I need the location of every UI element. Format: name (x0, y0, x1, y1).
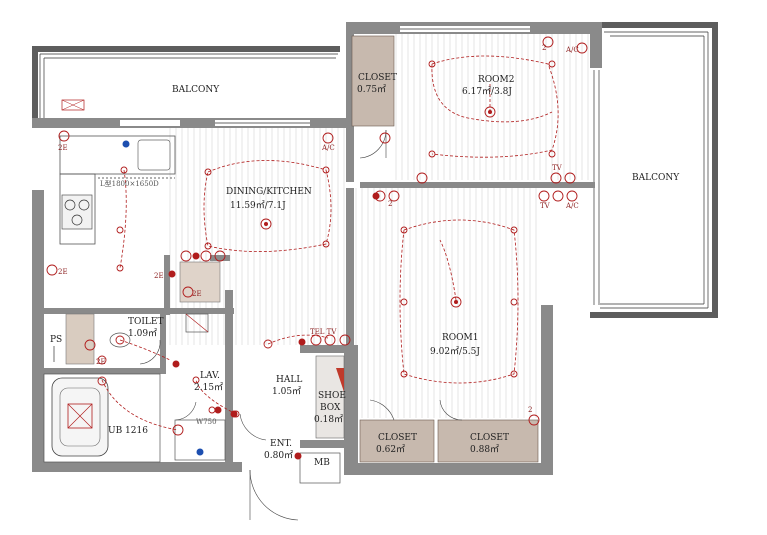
ceiling-light-icon (263, 339, 273, 349)
hall-label: HALL (276, 375, 302, 385)
outlet-code-dining: 2E (154, 272, 164, 280)
ceiling-light-icon (484, 106, 496, 118)
faucet-icon (122, 140, 204, 456)
outlet-code-room1: 2 (388, 200, 392, 208)
ac-room1: A/C (565, 202, 579, 210)
meter-box (299, 452, 341, 484)
electrical-symbols (46, 36, 588, 460)
floor-hatching (169, 34, 589, 418)
ceiling-light-icon (115, 335, 125, 345)
room1-area: 9.02㎡/5.5J (430, 346, 480, 357)
closet-b1-label: CLOSET (378, 433, 417, 443)
tv-room2: TV (552, 164, 563, 172)
toilet-bowl-icon (109, 332, 131, 348)
closet-b2-label: CLOSET (470, 433, 509, 443)
ps-label: PS (50, 335, 62, 345)
dining-label: DINING/KITCHEN (226, 187, 312, 197)
ac-room2: A/C (565, 46, 579, 54)
ceiling-light-icon (260, 218, 272, 230)
w750-label: W750 (196, 418, 217, 426)
mb-label: MB (314, 458, 330, 468)
sink-icon (137, 139, 171, 171)
fridge-space (179, 261, 221, 303)
labels: BALCONY BALCONY CLOSET 0.75㎡ ROOM2 6.17㎡… (50, 44, 680, 468)
dining-area: 11.59㎡/7.1J (230, 200, 286, 211)
lav-label: LAV. (200, 371, 220, 381)
closet-top (351, 35, 395, 127)
hall-area: 1.05㎡ (272, 386, 301, 397)
closet-b2 (437, 419, 539, 463)
outlet-icon (46, 36, 588, 436)
ceiling-light-icon (97, 376, 107, 386)
closet-b2-area: 0.88㎡ (470, 444, 499, 455)
room2-label: ROOM2 (478, 75, 514, 85)
closet-b1-area: 0.62㎡ (376, 444, 405, 455)
bathtub-icon (51, 377, 109, 457)
outlet-code-fridge: 2E (192, 290, 202, 298)
electrical-wiring (101, 55, 559, 431)
stove-icon (61, 194, 93, 230)
ent-area: 0.80㎡ (264, 450, 293, 461)
kitchen (59, 135, 176, 245)
switch-icon (168, 192, 380, 460)
shoe-box-label-1: SHOE (318, 391, 346, 401)
tv-room1: TV (540, 202, 551, 210)
ub-label: UB 1216 (108, 426, 148, 436)
outlet-code-closet: 2 (528, 406, 532, 414)
outlet-code-left: 2E (58, 268, 68, 276)
outlet-code-kitchen: 2E (58, 144, 68, 152)
balcony-right (590, 22, 718, 318)
balcony-right-label: BALCONY (632, 173, 680, 183)
closet-top-area: 0.75㎡ (357, 84, 386, 95)
ent-label: ENT. (270, 439, 292, 449)
outlet-code-toilet: 2E (96, 358, 106, 366)
closets (65, 35, 539, 463)
drain-icon (61, 99, 85, 111)
closet-top-label: CLOSET (358, 73, 397, 83)
washbasin (174, 419, 226, 461)
downlight-icon (116, 60, 556, 418)
balcony-top (32, 46, 340, 118)
ac-dining: A/C (321, 144, 335, 152)
outlet-code-room2: 2 (542, 44, 546, 52)
ceiling-light-icon (450, 296, 462, 308)
doors (139, 129, 463, 521)
closet-b1 (359, 419, 435, 463)
toilet-area: 1.09㎡ (128, 328, 157, 339)
balcony-top-label: BALCONY (172, 85, 220, 95)
toilet-fixture (65, 313, 95, 365)
lav-area: 2.15㎡ (194, 382, 223, 393)
walls (32, 22, 602, 475)
tv-tel-label: TEL TV (310, 328, 337, 336)
room1-label: ROOM1 (442, 333, 478, 343)
toilet-label: TOILET (128, 317, 164, 327)
shoe-box-label-2: BOX (320, 403, 341, 413)
bath-fixtures (43, 313, 226, 463)
shoe-box-area: 0.18㎡ (314, 414, 343, 425)
kitchen-note: L型1800×1650D (100, 179, 159, 188)
room2-area: 6.17㎡/3.8J (462, 86, 512, 97)
